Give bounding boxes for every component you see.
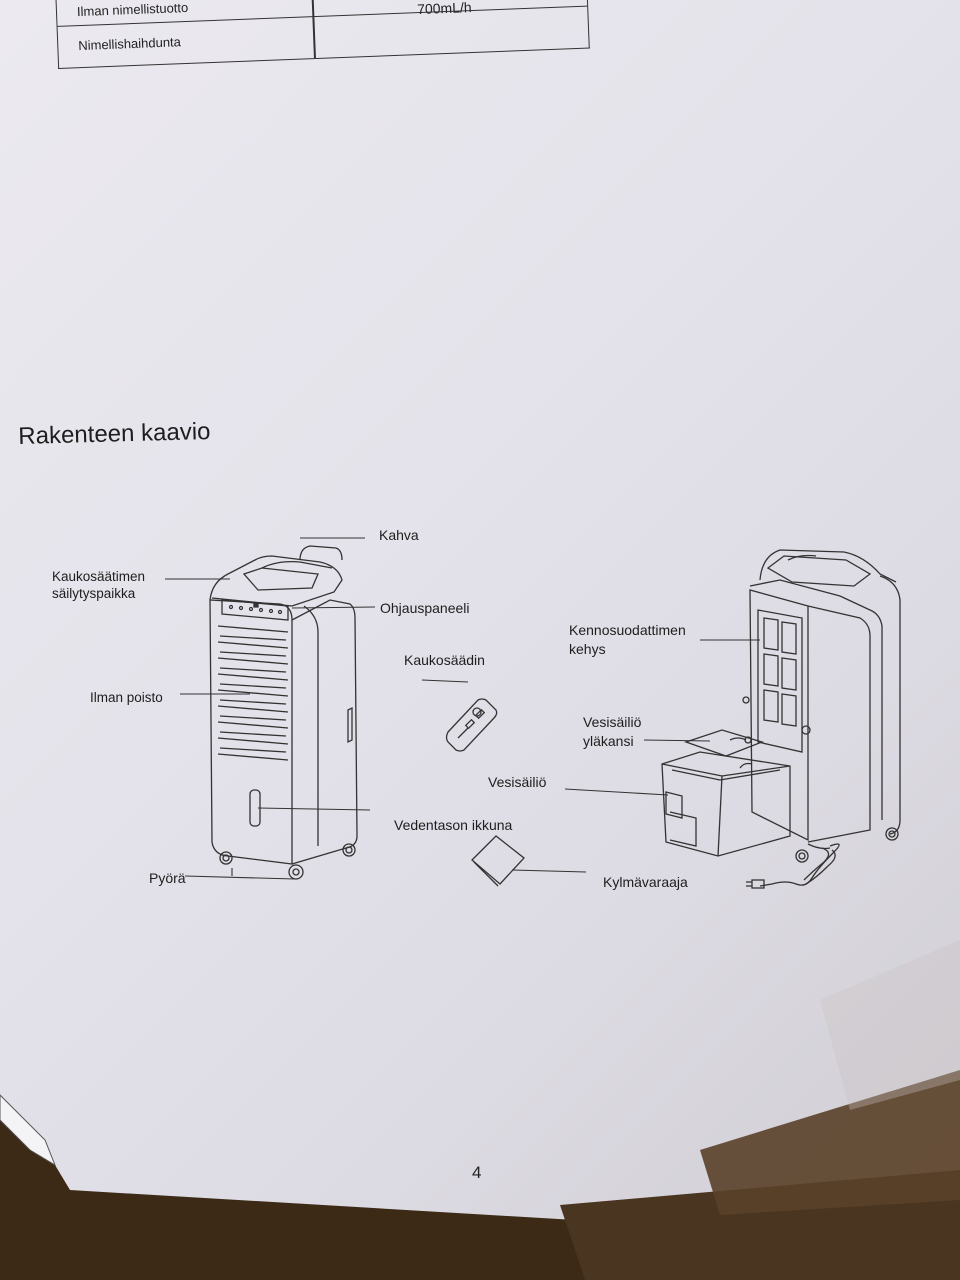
label-remote-storage-line1: Kaukosäätimen (52, 569, 146, 584)
label-kaukosaadin: Kaukosäädin (404, 652, 485, 668)
label-vesisailio-ylakansi: Vesisäiliö yläkansi (583, 713, 641, 751)
label-vesisailio-ylakansi-line2: yläkansi (583, 733, 634, 749)
leader-lines (165, 537, 760, 880)
air-cooler-rear-illustration (661, 549, 901, 889)
label-remote-storage-line2: säilytyspaikka (52, 586, 136, 601)
air-cooler-front-illustration (209, 545, 358, 880)
label-pyora: Pyörä (149, 870, 186, 886)
label-ohjauspaneeli: Ohjauspaneeli (380, 600, 470, 616)
label-kennosuodattimen-line2: kehys (569, 641, 606, 657)
page-number: 4 (472, 1163, 482, 1182)
ice-pack-illustration (471, 835, 525, 887)
label-ilman-poisto: Ilman poisto (90, 690, 163, 705)
label-kennosuodattimen-kehys: Kennosuodattimen kehys (569, 621, 686, 659)
label-kylmavaraaja: Kylmävaraaja (603, 874, 688, 890)
label-vesisailio: Vesisäiliö (488, 774, 547, 790)
label-kahva: Kahva (379, 527, 419, 543)
label-vesisailio-ylakansi-line1: Vesisäiliö (583, 714, 642, 730)
label-kennosuodattimen-line1: Kennosuodattimen (569, 622, 686, 638)
remote-control-illustration (445, 698, 498, 752)
label-remote-storage: Kaukosäätimen säilytyspaikka (52, 568, 145, 602)
label-vedentason-ikkuna: Vedentason ikkuna (394, 817, 513, 833)
